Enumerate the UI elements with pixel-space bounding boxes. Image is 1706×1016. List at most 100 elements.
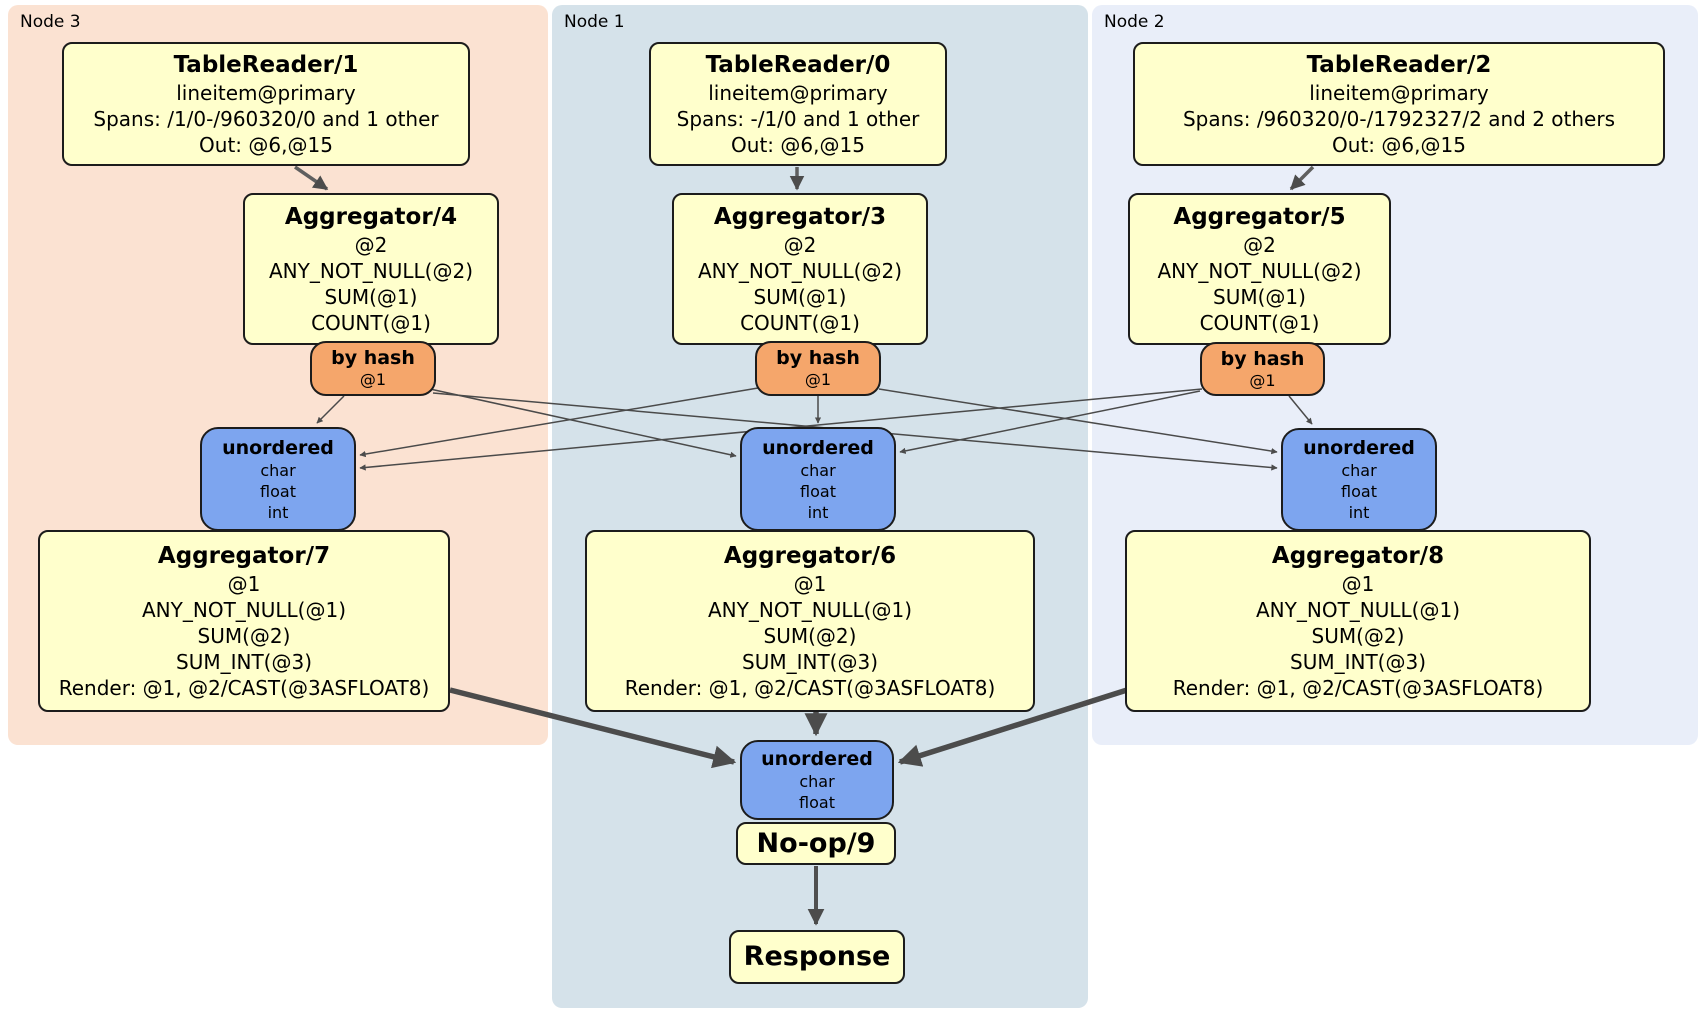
region-label-node-2: Node 2 xyxy=(1104,12,1165,32)
aggregator-6-line-3: SUM_INT(@3) xyxy=(742,650,878,674)
byhash-2-title: by hash xyxy=(1220,347,1305,370)
aggregator-3-line-2: SUM(@1) xyxy=(753,285,847,309)
tablereader-1-line-2: Out: @6,@15 xyxy=(199,133,333,157)
tablereader-2-line-2: Out: @6,@15 xyxy=(1332,133,1466,157)
aggregator-4-line-1: ANY_NOT_NULL(@2) xyxy=(269,259,473,283)
noop-9: No-op/9 xyxy=(736,822,896,865)
aggregator-7-title: Aggregator/7 xyxy=(157,543,331,569)
aggregator-6-line-1: ANY_NOT_NULL(@1) xyxy=(708,598,912,622)
byhash-2: by hash@1 xyxy=(1200,342,1325,396)
noop-9-title: No-op/9 xyxy=(756,827,876,859)
edge-byhash-2-to-unordered-2 xyxy=(1288,395,1313,425)
unordered-3-line-2: int xyxy=(267,502,289,522)
unordered-3-line-0: char xyxy=(260,460,296,480)
aggregator-5-line-3: COUNT(@1) xyxy=(1199,311,1320,335)
edge-tablereader-1-to-aggregator-4 xyxy=(294,165,329,191)
tablereader-1-line-0: lineitem@primary xyxy=(176,81,356,105)
aggregator-7-line-4: Render: @1, @2/CAST(@3ASFLOAT8) xyxy=(58,676,430,700)
tablereader-0-line-2: Out: @6,@15 xyxy=(731,133,865,157)
aggregator-4-line-2: SUM(@1) xyxy=(324,285,418,309)
aggregator-6-line-0: @1 xyxy=(793,572,827,596)
aggregator-8-line-2: SUM(@2) xyxy=(1311,624,1405,648)
tablereader-0-title: TableReader/0 xyxy=(705,52,891,78)
unordered-final-title: unordered xyxy=(761,748,873,770)
aggregator-8-title: Aggregator/8 xyxy=(1271,543,1445,569)
byhash-3-title: by hash xyxy=(331,347,415,369)
aggregator-7-line-2: SUM(@2) xyxy=(197,624,291,648)
unordered-1-line-2: int xyxy=(807,502,829,522)
edge-byhash-1-to-unordered-3 xyxy=(359,387,759,458)
aggregator-5-title: Aggregator/5 xyxy=(1173,204,1346,230)
byhash-1: by hash@1 xyxy=(755,341,881,396)
byhash-2-line-0: @1 xyxy=(1249,370,1276,390)
byhash-1-title: by hash xyxy=(776,347,860,369)
unordered-final-line-0: char xyxy=(799,772,835,791)
unordered-1-line-0: char xyxy=(800,460,836,480)
byhash-3: by hash@1 xyxy=(310,341,436,396)
edge-byhash-3-to-unordered-3 xyxy=(316,395,345,424)
aggregator-6-line-2: SUM(@2) xyxy=(763,624,857,648)
unordered-2-line-0: char xyxy=(1341,461,1377,480)
response-title: Response xyxy=(743,941,891,972)
unordered-2-line-1: float xyxy=(1341,482,1377,501)
aggregator-7-line-0: @1 xyxy=(227,572,261,596)
edge-byhash-1-to-unordered-2 xyxy=(878,388,1278,455)
aggregator-6-title: Aggregator/6 xyxy=(723,543,897,569)
unordered-2-title: unordered xyxy=(1303,437,1415,459)
response: Response xyxy=(729,930,905,984)
edge-aggregator-8-to-unordered-final xyxy=(897,687,1128,767)
edge-byhash-2-to-unordered-1 xyxy=(899,390,1201,454)
region-label-node-1: Node 1 xyxy=(564,12,625,32)
tablereader-0-line-0: lineitem@primary xyxy=(708,81,888,105)
tablereader-2-title: TableReader/2 xyxy=(1306,52,1492,78)
aggregator-3-title: Aggregator/3 xyxy=(713,204,887,230)
aggregator-5-line-2: SUM(@1) xyxy=(1213,285,1306,309)
edge-tablereader-2-to-aggregator-5 xyxy=(1289,165,1315,191)
unordered-2: unordered char float int xyxy=(1281,428,1437,531)
aggregator-3-line-3: COUNT(@1) xyxy=(740,311,860,335)
unordered-3-line-1: float xyxy=(260,481,296,501)
aggregator-4-line-0: @2 xyxy=(354,233,388,257)
edge-byhash-3-to-unordered-1 xyxy=(429,388,737,458)
aggregator-8-line-4: Render: @1, @2/CAST(@3ASFLOAT8) xyxy=(1172,676,1544,700)
aggregator-5-line-1: ANY_NOT_NULL(@2) xyxy=(1157,259,1362,283)
unordered-1-title: unordered xyxy=(762,436,874,459)
byhash-1-line-0: @1 xyxy=(804,370,832,389)
aggregator-7-line-1: ANY_NOT_NULL(@1) xyxy=(142,598,346,622)
unordered-final-line-1: float xyxy=(799,793,835,812)
edge-aggregator-7-to-unordered-final xyxy=(449,687,737,769)
unordered-3-title: unordered xyxy=(222,436,334,459)
aggregator-6-line-4: Render: @1, @2/CAST(@3ASFLOAT8) xyxy=(624,676,996,700)
tablereader-0-line-1: Spans: -/1/0 and 1 other xyxy=(676,107,920,131)
aggregator-5-line-0: @2 xyxy=(1243,233,1276,257)
aggregator-4-title: Aggregator/4 xyxy=(284,204,458,230)
tablereader-2-line-1: Spans: /960320/0-/1792327/2 and 2 others xyxy=(1182,107,1615,131)
aggregator-3-line-1: ANY_NOT_NULL(@2) xyxy=(698,259,902,283)
aggregator-8-line-1: ANY_NOT_NULL(@1) xyxy=(1256,598,1460,622)
aggregator-8-line-3: SUM_INT(@3) xyxy=(1290,650,1426,674)
unordered-2-line-2: int xyxy=(1348,503,1370,522)
aggregator-3-line-0: @2 xyxy=(783,233,817,257)
tablereader-1-line-1: Spans: /1/0-/960320/0 and 1 other xyxy=(93,107,439,131)
unordered-final: unordered char float xyxy=(740,740,894,820)
region-label-node-3: Node 3 xyxy=(20,12,81,32)
byhash-3-line-0: @1 xyxy=(359,370,387,389)
tablereader-2-line-0: lineitem@primary xyxy=(1309,81,1489,105)
aggregator-8-line-0: @1 xyxy=(1341,572,1375,596)
unordered-1-line-1: float xyxy=(800,481,836,501)
aggregator-4-line-3: COUNT(@1) xyxy=(311,311,431,335)
tablereader-1-title: TableReader/1 xyxy=(173,52,359,78)
